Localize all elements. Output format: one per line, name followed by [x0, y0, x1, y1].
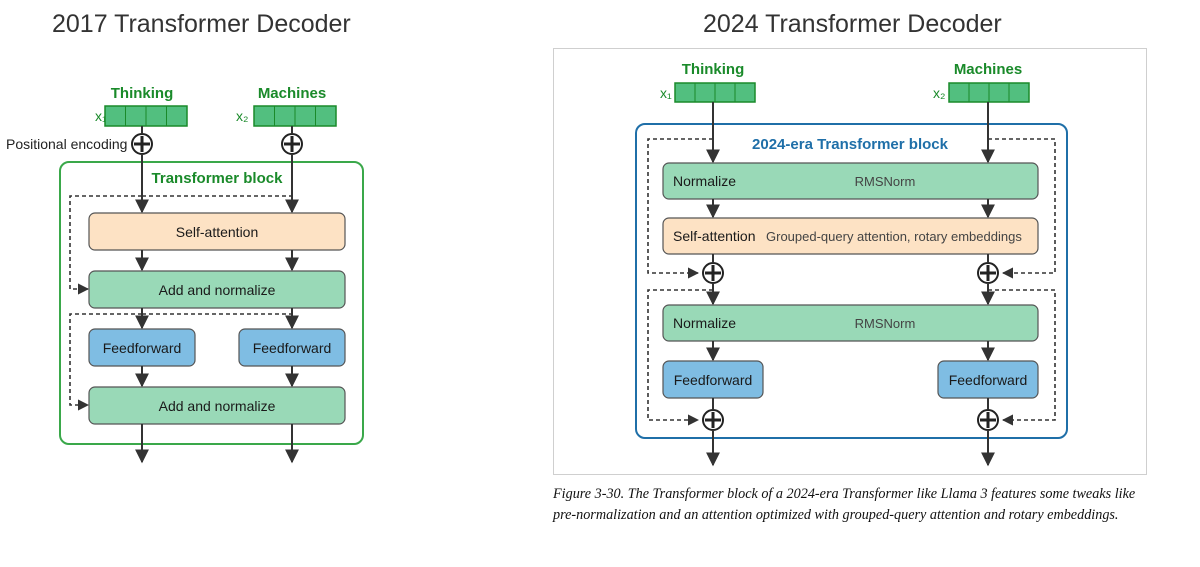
right-normalize-label-1: Normalize [673, 173, 736, 189]
left-x2-label: x₂ [236, 108, 248, 124]
right-diagram: Thinking Machines x₁ x₂ 2024-era Transfo… [635, 61, 1068, 467]
right-attention-note: Grouped-query attention, rotary embeddin… [766, 229, 1022, 244]
right-normalize-box-1 [662, 162, 1039, 200]
right-block-label: 2024-era Transformer block [752, 136, 949, 153]
figure-caption: Figure 3-30. The Transformer block of a … [553, 486, 1136, 523]
right-plus-icon-1 [702, 262, 724, 284]
right-rmsnorm-label-2: RMSNorm [855, 316, 916, 331]
left-block-label: Transformer block [152, 170, 284, 187]
right-token-thinking: Thinking [682, 61, 745, 78]
right-x1-label: x₁ [660, 85, 672, 101]
right-rmsnorm-label-1: RMSNorm [855, 174, 916, 189]
left-self-attention-box [88, 212, 346, 251]
right-transformer-block-frame [635, 123, 1068, 439]
right-title: 2024 Transformer Decoder [703, 10, 1002, 38]
left-feedforward-label-2: Feedforward [253, 340, 332, 356]
left-self-attention-label: Self-attention [176, 224, 259, 240]
right-feedforward-label-1: Feedforward [674, 372, 753, 388]
right-plus-icon-2 [977, 262, 999, 284]
right-normalize-label-2: Normalize [673, 315, 736, 331]
right-plus-icon-4 [977, 409, 999, 431]
right-embedding-x1 [674, 82, 756, 103]
left-add-normalize-label-2: Add and normalize [159, 398, 276, 414]
left-title: 2017 Transformer Decoder [52, 10, 351, 38]
right-token-machines: Machines [954, 61, 1022, 78]
left-add-normalize-label-1: Add and normalize [159, 282, 276, 298]
right-plus-icon-3 [702, 409, 724, 431]
left-diagram: Thinking Machines x₁ x₂ Positional encod… [6, 85, 364, 464]
left-transformer-block-frame [59, 161, 364, 445]
left-x1-label: x₁ [95, 108, 107, 124]
left-embedding-x1 [104, 105, 188, 127]
right-normalize-box-2 [662, 304, 1039, 342]
right-self-attention-label: Self-attention [673, 228, 756, 244]
left-embedding-x2 [253, 105, 337, 127]
left-feedforward-label-1: Feedforward [103, 340, 182, 356]
right-feedforward-label-2: Feedforward [949, 372, 1028, 388]
right-self-attention-box [662, 217, 1039, 255]
right-x2-label: x₂ [933, 85, 945, 101]
right-embedding-x2 [948, 82, 1030, 103]
right-figure-frame [553, 48, 1147, 475]
left-token-machines: Machines [258, 85, 326, 102]
left-plus-icon-2 [281, 133, 303, 155]
left-token-thinking: Thinking [111, 85, 174, 102]
left-plus-icon-1 [131, 133, 153, 155]
positional-encoding-label: Positional encoding [6, 136, 127, 152]
